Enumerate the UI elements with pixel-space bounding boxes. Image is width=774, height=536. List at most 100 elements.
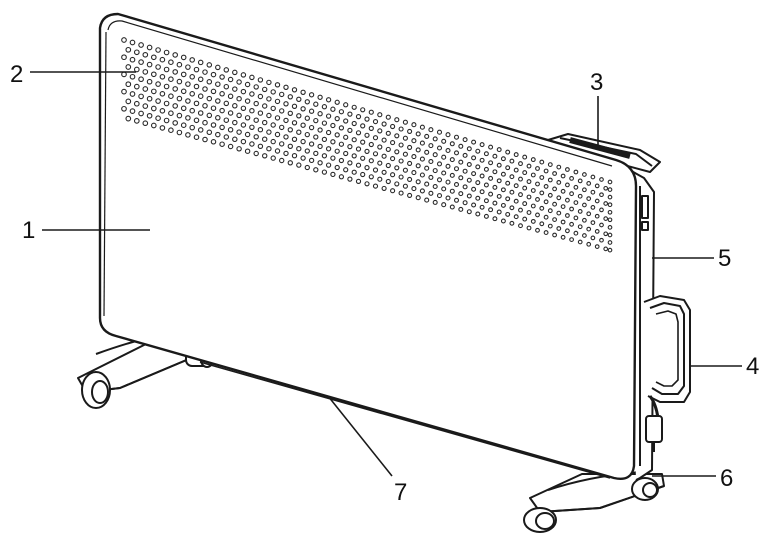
vent-hole — [526, 194, 532, 200]
vent-hole — [283, 101, 289, 107]
vent-hole — [279, 108, 285, 114]
vent-hole — [146, 95, 153, 102]
vent-hole — [483, 151, 489, 157]
vent-hole — [296, 129, 302, 135]
vent-hole — [466, 162, 472, 167]
vent-hole — [168, 127, 174, 133]
vent-hole — [321, 153, 328, 159]
vent-hole — [223, 117, 230, 123]
vent-hole — [441, 138, 447, 144]
vent-hole — [146, 61, 153, 68]
vent-hole — [607, 240, 613, 245]
vent-hole — [308, 124, 315, 131]
vent-hole — [351, 120, 357, 127]
vent-hole — [240, 88, 247, 95]
vent-hole — [368, 141, 374, 148]
vent-hole — [300, 106, 306, 112]
vent-hole — [223, 100, 230, 107]
vent-hole — [266, 96, 272, 102]
vent-hole — [582, 187, 587, 193]
vent-hole — [488, 175, 494, 181]
vent-hole — [381, 137, 387, 143]
vent-hole — [125, 115, 132, 122]
vent-hole — [445, 132, 451, 138]
vent-hole — [296, 96, 302, 102]
vent-hole — [530, 203, 536, 209]
vent-hole — [313, 150, 319, 157]
vent-hole — [227, 143, 234, 150]
vent-hole — [492, 169, 498, 175]
vent-hole — [215, 131, 221, 138]
vent-hole — [390, 188, 396, 194]
vent-hole — [458, 143, 464, 149]
vent-hole — [283, 84, 289, 90]
vent-hole — [266, 112, 272, 119]
vent-hole — [155, 98, 161, 104]
vent-hole — [287, 94, 293, 100]
vent-hole — [232, 69, 238, 76]
vent-hole — [168, 93, 174, 99]
vent-hole — [197, 93, 204, 99]
heater-body — [77, 12, 691, 533]
vent-hole — [330, 171, 336, 178]
vent-hole — [398, 126, 404, 132]
vent-hole — [270, 105, 276, 112]
vent-hole — [488, 144, 494, 150]
vent-hole — [522, 170, 528, 176]
vent-hole — [415, 195, 421, 201]
vent-hole — [244, 98, 251, 104]
vent-hole — [338, 125, 345, 131]
vent-hole — [304, 148, 310, 154]
vent-hole — [518, 161, 523, 167]
vent-hole — [219, 107, 225, 114]
vent-hole — [586, 211, 592, 217]
vent-hole — [138, 93, 144, 100]
vent-hole — [304, 131, 310, 138]
vent-hole — [569, 206, 574, 212]
vent-hole — [573, 230, 579, 236]
vent-hole — [492, 200, 498, 206]
vent-hole — [603, 246, 609, 252]
vent-hole — [257, 93, 264, 100]
left-front-wheel — [81, 371, 111, 409]
vent-hole — [193, 134, 200, 140]
vent-hole — [453, 166, 460, 172]
vent-hole — [215, 98, 221, 104]
vent-hole — [535, 181, 540, 187]
vent-hole — [603, 216, 609, 221]
vent-hole — [411, 170, 417, 176]
vent-hole — [343, 167, 349, 173]
vent-hole — [206, 79, 213, 85]
vent-hole — [172, 69, 178, 75]
vent-hole — [202, 86, 208, 92]
vent-hole — [496, 193, 502, 199]
vent-hole — [283, 117, 289, 124]
vent-hole — [488, 160, 494, 166]
vent-hole — [317, 127, 323, 133]
vent-hole — [150, 105, 157, 112]
vent-hole — [453, 197, 460, 203]
vent-hole — [582, 202, 587, 208]
vent-hole — [325, 113, 332, 119]
vent-hole — [304, 164, 310, 171]
vent-hole — [325, 97, 332, 103]
vent-hole — [138, 59, 144, 65]
vent-hole — [347, 143, 353, 150]
vent-hole — [172, 52, 178, 58]
vent-hole — [449, 188, 455, 194]
vent-hole — [372, 151, 379, 157]
vent-hole — [582, 217, 587, 223]
vent-hole — [227, 110, 234, 116]
vent-hole — [257, 77, 264, 83]
vent-hole — [287, 127, 293, 133]
vent-hole — [270, 89, 276, 95]
vent-hole — [133, 66, 140, 73]
vent-hole — [372, 119, 379, 125]
vent-hole — [189, 91, 195, 97]
vent-hole — [509, 220, 515, 226]
vent-hole — [300, 122, 306, 128]
vent-hole — [244, 81, 251, 88]
vent-hole — [539, 159, 545, 165]
vent-hole — [522, 185, 528, 191]
vent-hole — [458, 206, 464, 212]
